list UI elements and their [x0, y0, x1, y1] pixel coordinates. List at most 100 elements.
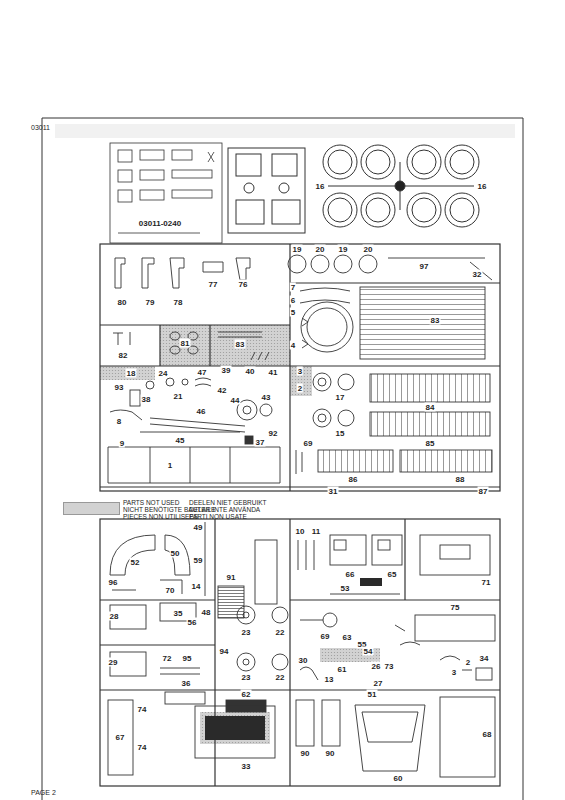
part-outline [205, 522, 206, 596]
part-outline [112, 590, 136, 591]
callout-number: 8 [116, 417, 122, 426]
clear-parts-sprue [272, 154, 297, 176]
callout-number: 69 [303, 439, 314, 448]
decal-sheet [118, 233, 200, 234]
note-text: PIECES NON UTILISEES [122, 513, 199, 520]
tyre-sprue [361, 193, 395, 227]
part-outline [170, 346, 180, 354]
callout-number: 13 [324, 675, 335, 684]
callout-number: 19 [292, 245, 303, 254]
callout-number: 92 [268, 429, 279, 438]
callout-number: 16 [477, 182, 488, 191]
part-outline [165, 535, 190, 575]
callout-number: 74 [137, 743, 148, 752]
callout-number: 63 [342, 633, 353, 642]
part-outline [182, 379, 188, 385]
decal-sheet [118, 170, 132, 182]
part-outline [307, 308, 347, 346]
tyre-sprue [323, 145, 357, 179]
tyre-sprue [407, 193, 441, 227]
sprue-frame [214, 519, 215, 786]
sprue-frame [209, 325, 210, 366]
part-outline [334, 540, 346, 550]
decal-sheet [110, 143, 222, 243]
part-outline [395, 625, 420, 645]
part-outline [420, 535, 490, 575]
decal-sheet [172, 190, 212, 198]
callout-number: 15 [335, 429, 346, 438]
part-outline [296, 700, 314, 746]
part-outline [300, 620, 323, 621]
part-outline [296, 450, 302, 474]
callout-number: 95 [182, 654, 193, 663]
unused-area [200, 712, 270, 744]
callout-number: 86 [348, 475, 359, 484]
tyre-sprue [445, 193, 479, 227]
unused-area [100, 325, 380, 744]
sprue-frame [100, 324, 290, 325]
part-outline [108, 700, 133, 775]
sprue-frame [100, 599, 215, 600]
part-outline [236, 258, 250, 280]
unused-area [290, 366, 312, 396]
callout-number: 47 [197, 368, 208, 377]
part-outline [300, 667, 318, 680]
callout-number: 5 [290, 308, 296, 317]
part-outline [272, 607, 288, 623]
part-outline [243, 406, 251, 414]
part-outline [255, 540, 277, 604]
part-outline [440, 545, 470, 559]
part-outline [378, 540, 390, 550]
callout-number: 22 [275, 673, 286, 682]
callout-number: 54 [363, 647, 374, 656]
callout-number: 37 [255, 438, 266, 447]
callout-number: 78 [173, 298, 184, 307]
legend-text: PARTS NOT USED [122, 499, 180, 506]
callout-number: 17 [335, 393, 346, 402]
callout-number: 76 [238, 280, 249, 289]
callout-number: 03011-0240 [138, 219, 182, 228]
callout-number: 73 [384, 662, 395, 671]
unused-area [100, 366, 155, 380]
callout-number: 83 [235, 340, 246, 349]
tyre-sprue [323, 145, 479, 227]
part-outline [440, 697, 495, 777]
callout-number: 33 [241, 762, 252, 771]
part-outline [300, 288, 350, 303]
legend-swatch [63, 502, 120, 515]
callout-number: 96 [108, 578, 119, 587]
tyre-sprue [366, 150, 390, 174]
callout-number: 45 [175, 436, 186, 445]
callout-number: 32 [472, 270, 483, 279]
part-outline [322, 700, 340, 746]
callout-number: 30 [298, 656, 309, 665]
callout-number: 50 [170, 549, 181, 558]
part-outline [318, 378, 326, 386]
decal-sheet [140, 150, 164, 160]
part-outline [301, 302, 353, 352]
unused-area [160, 325, 210, 366]
decal-sheet [110, 143, 222, 243]
part-outline [288, 255, 306, 273]
part-outline [108, 447, 280, 483]
clear-parts-sprue [272, 200, 300, 224]
part-outline [260, 404, 272, 416]
callout-number: 42 [217, 386, 228, 395]
callout-number: 51 [367, 690, 378, 699]
sprue-frame [290, 599, 500, 600]
callout-number: 71 [481, 578, 492, 587]
part-outline [355, 705, 425, 771]
note-text: PAGE 2 [30, 788, 57, 797]
part-outline [160, 580, 182, 594]
part-outline [359, 255, 377, 273]
callout-number: 23 [241, 628, 252, 637]
callout-number: 62 [241, 690, 252, 699]
callout-number: 3 [297, 367, 303, 376]
dark-part [205, 578, 382, 740]
sprue-frame [100, 519, 500, 786]
unused-area [210, 325, 290, 366]
part-outline [470, 262, 492, 280]
callout-number: 84 [425, 403, 436, 412]
sprue-frame [290, 282, 500, 283]
decal-sheet [118, 190, 132, 202]
